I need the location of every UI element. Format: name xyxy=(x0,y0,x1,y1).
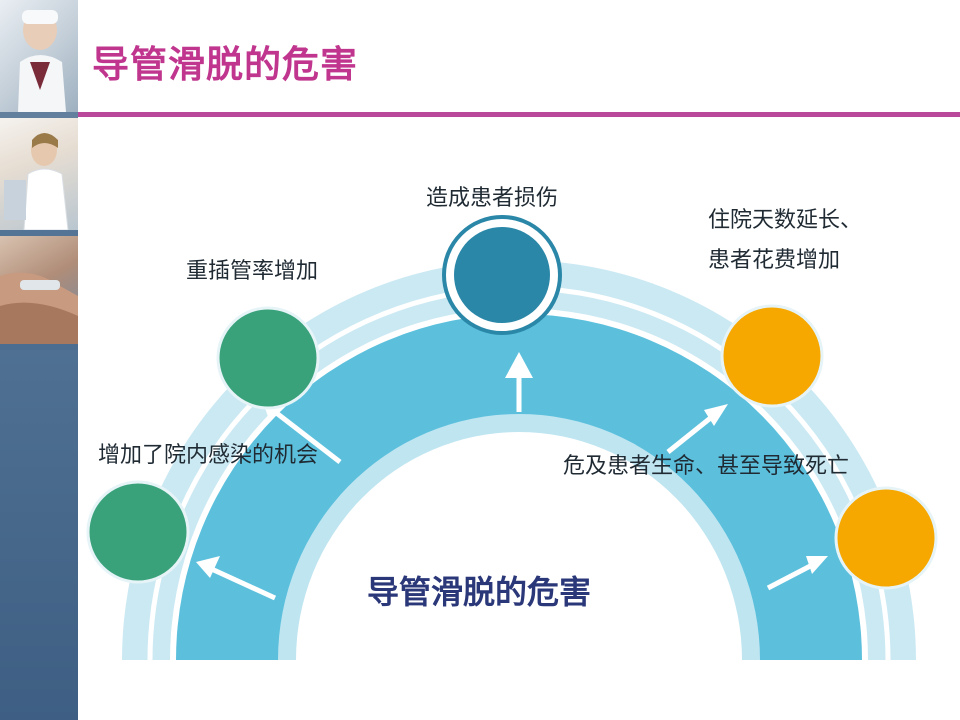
arrowhead-center xyxy=(505,352,533,378)
node-label-infection: 增加了院内感染的机会 xyxy=(98,443,319,468)
blue-panel xyxy=(0,350,78,720)
arrow-left-upper xyxy=(268,406,342,464)
node-circle-injury xyxy=(454,227,550,323)
node-label-death-risk: 危及患者生命、甚至导致死亡 xyxy=(563,454,850,479)
title-divider xyxy=(78,112,960,117)
node-circle-death-risk xyxy=(834,486,938,590)
arrowhead-left-bottom xyxy=(196,556,220,578)
nurse-photo xyxy=(0,118,78,230)
arrowhead-right-bottom xyxy=(806,556,828,574)
node-label-injury: 造成患者损伤 xyxy=(426,186,559,211)
node-label-reintubation: 重插管率增加 xyxy=(186,259,319,284)
node-label-hospital-stay-line2: 患者花费增加 xyxy=(708,248,841,273)
arch-main-band xyxy=(176,314,862,660)
hands-photo xyxy=(0,236,78,344)
page-title: 导管滑脱的危害 xyxy=(92,43,358,86)
arrowhead-right-upper xyxy=(704,404,728,426)
node-label-hospital-stay-line1: 住院天数延长、 xyxy=(708,208,863,233)
doctor-photo xyxy=(0,0,78,112)
node-circle-infection xyxy=(86,480,190,584)
center-title: 导管滑脱的危害 xyxy=(367,573,592,611)
left-photo-strip xyxy=(0,0,78,720)
arrow-left-bottom xyxy=(203,563,277,601)
node-circle-hospital-stay xyxy=(720,304,824,408)
node-circle-reintubation xyxy=(216,306,320,410)
arch-outer-ring xyxy=(122,260,916,660)
